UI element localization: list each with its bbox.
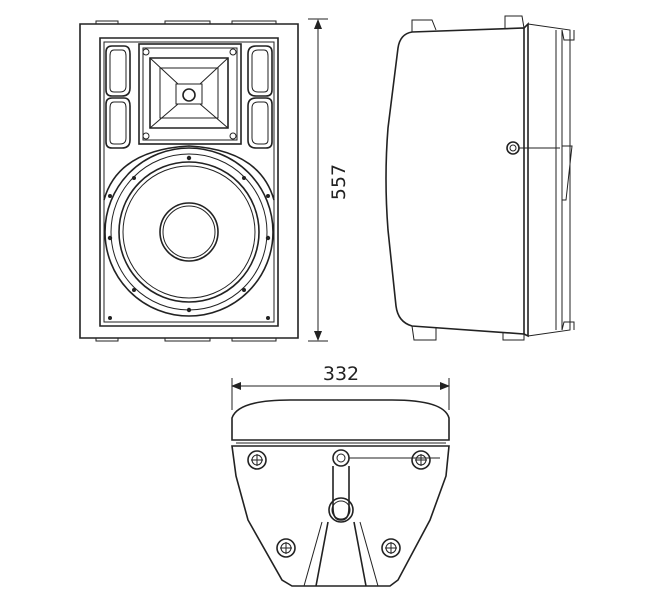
front-view xyxy=(79,20,299,342)
foot-screw xyxy=(411,450,431,470)
bass-port-left xyxy=(105,45,131,149)
horn-tweeter xyxy=(138,43,242,145)
height-dimension xyxy=(308,18,328,342)
foot-screw xyxy=(276,538,296,558)
pole-mount xyxy=(303,449,440,587)
side-view xyxy=(385,15,575,341)
height-label: 557 xyxy=(328,164,350,200)
woofer xyxy=(103,145,275,320)
foot-screw xyxy=(247,450,267,470)
width-dimension xyxy=(231,378,450,410)
bottom-view xyxy=(231,399,450,587)
bass-port-right xyxy=(247,45,273,149)
foot-screw xyxy=(381,538,401,558)
width-label: 332 xyxy=(323,363,359,385)
